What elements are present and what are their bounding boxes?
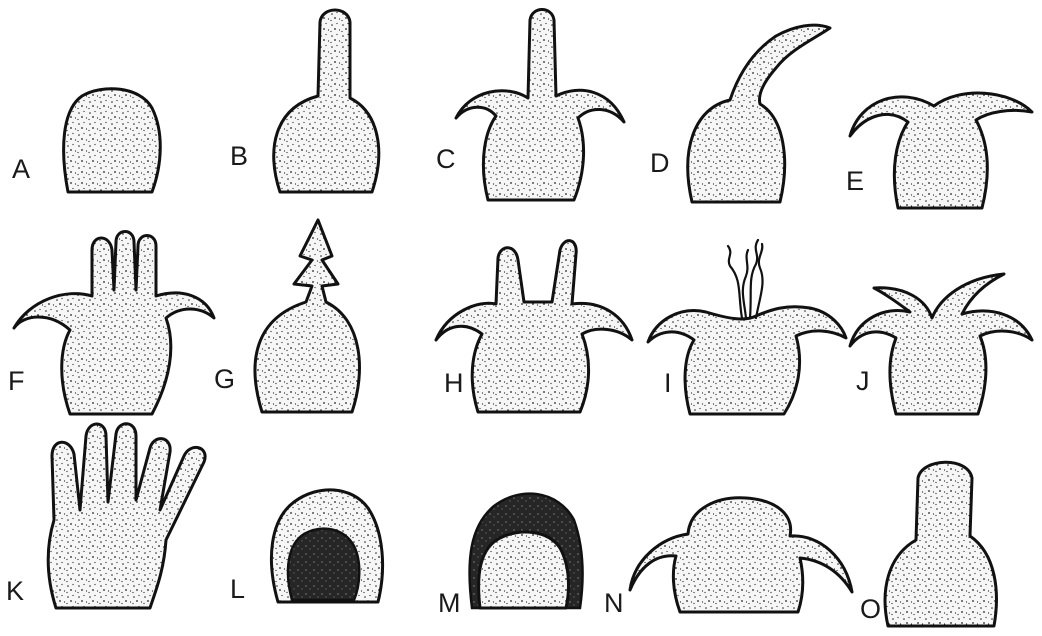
panel-h: H	[436, 241, 632, 412]
label-m: M	[438, 588, 461, 618]
label-o: O	[860, 594, 881, 624]
shape-o	[885, 462, 996, 626]
label-n: N	[604, 588, 624, 618]
panel-j: J	[850, 274, 1032, 414]
panel-b: B	[230, 10, 379, 192]
label-c: C	[436, 144, 456, 174]
filament-4	[743, 250, 748, 318]
shape-h	[436, 241, 632, 412]
shape-d	[688, 25, 830, 202]
panel-o: O	[860, 462, 996, 626]
shape-m-inner	[479, 532, 569, 608]
label-e: E	[846, 166, 864, 196]
label-g: G	[214, 364, 235, 394]
panel-n: N	[604, 498, 852, 618]
label-l: L	[230, 574, 245, 604]
shape-f	[14, 232, 214, 415]
filament-1	[728, 246, 742, 318]
panel-f: F	[8, 232, 214, 415]
label-j: J	[856, 366, 870, 396]
label-a: A	[12, 154, 30, 184]
label-k: K	[6, 576, 24, 606]
filament-2	[750, 240, 758, 318]
panel-m: M	[438, 494, 582, 618]
label-f: F	[8, 366, 25, 396]
shape-c	[456, 10, 624, 201]
shape-e	[850, 93, 1032, 208]
shape-j	[850, 274, 1032, 414]
panel-k: K	[6, 424, 205, 608]
shape-n	[630, 498, 852, 612]
panel-d: D	[650, 25, 830, 202]
shape-l-core	[288, 529, 359, 600]
label-b: B	[230, 141, 248, 171]
panel-e: E	[846, 93, 1032, 208]
panel-i: I	[648, 240, 846, 414]
shape-g	[255, 220, 360, 412]
panel-c: C	[436, 10, 624, 201]
shape-a	[64, 89, 161, 192]
shape-i	[648, 307, 846, 414]
label-i: I	[664, 368, 672, 398]
panel-g: G	[214, 220, 359, 412]
panel-a: A	[12, 89, 160, 192]
panel-l: L	[230, 490, 383, 604]
shape-k	[48, 424, 205, 608]
shape-b	[274, 10, 379, 192]
label-d: D	[650, 148, 670, 178]
label-h: H	[444, 368, 464, 398]
